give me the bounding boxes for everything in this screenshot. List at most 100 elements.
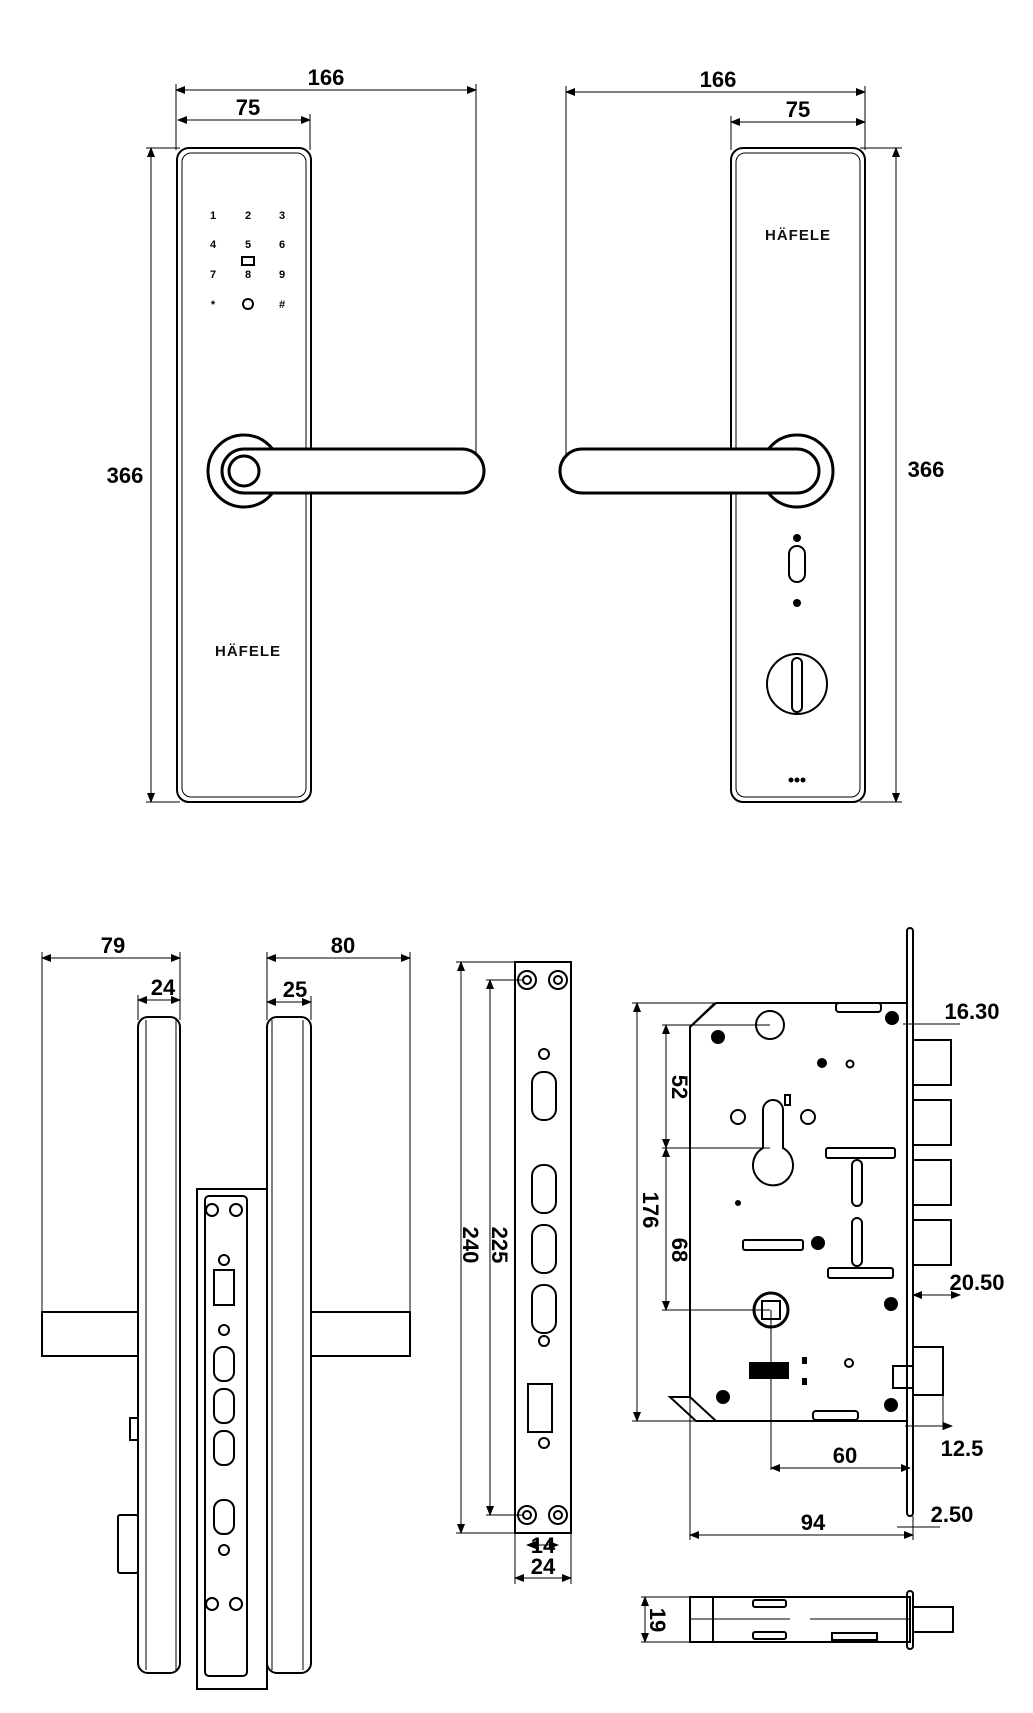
faceplate-view: 240 225 14 24 — [456, 961, 572, 1584]
pin — [802, 1378, 807, 1385]
bolt-slot — [531, 1224, 557, 1274]
key-9: 9 — [279, 269, 285, 281]
back-handle — [558, 433, 835, 509]
pin-hole — [844, 1358, 854, 1368]
deadbolt — [912, 1039, 952, 1086]
phillips-screw-icon — [755, 1010, 785, 1040]
pin-slot — [784, 1094, 791, 1106]
notch — [831, 1632, 878, 1641]
dim-right-projection: 80 — [331, 933, 355, 958]
latch-bolt — [912, 1346, 944, 1396]
mortise-body — [667, 1002, 908, 1422]
dim-right-thickness: 25 — [283, 977, 307, 1002]
front-view: 166 75 366 1 2 3 4 5 6 7 8 9 * # — [107, 65, 486, 803]
latch-top — [912, 1606, 954, 1633]
indicator-dot — [794, 777, 800, 783]
fingerprint-sensor-icon — [227, 454, 261, 488]
screw-icon — [884, 1297, 898, 1311]
lever-bar — [827, 1267, 894, 1279]
mounting-hole-inner — [522, 1510, 532, 1520]
dim-cylinder-to-spindle: 68 — [667, 1238, 692, 1262]
deadbolt-slot — [213, 1346, 235, 1382]
screw-icon — [885, 1011, 899, 1025]
lever-bar — [742, 1239, 804, 1251]
screw-icon — [218, 1544, 230, 1556]
latch-spring — [892, 1365, 914, 1389]
thumbturn-grip — [791, 657, 803, 713]
deadbolt — [912, 1159, 952, 1206]
lever-slot — [851, 1159, 863, 1207]
mortise-top-view: 19 — [641, 1590, 954, 1650]
dim-front-height: 366 — [107, 463, 144, 488]
key-8: 8 — [245, 269, 251, 281]
dim-hole-distance: 225 — [487, 1227, 512, 1264]
side-view: 79 24 80 25 — [41, 933, 411, 1690]
screw-icon — [711, 1030, 725, 1044]
screw-icon — [218, 1254, 230, 1266]
dim-front-plate-width: 75 — [236, 95, 260, 120]
back-lever-handle — [558, 447, 821, 495]
key-2: 2 — [245, 210, 251, 222]
lever-handle — [220, 447, 486, 495]
lever-bar — [825, 1147, 896, 1159]
mounting-hole — [548, 1505, 568, 1525]
bolt-slot — [531, 1164, 557, 1214]
dim-latch-offset: 20.50 — [949, 1270, 1004, 1295]
bolt-slot — [531, 1284, 557, 1334]
screw-icon — [218, 1324, 230, 1336]
pin — [802, 1357, 807, 1364]
dim-backset: 60 — [833, 1443, 857, 1468]
faceplate-hole — [229, 1203, 243, 1217]
screw-icon — [716, 1390, 730, 1404]
front-handle — [206, 433, 486, 509]
dim-latch-projection: 12.5 — [941, 1436, 984, 1461]
back-logo: HÄFELE — [765, 227, 831, 244]
key-4: 4 — [210, 239, 217, 251]
body-notch — [835, 1002, 882, 1013]
inner-plate-side — [266, 1016, 312, 1674]
mortise-body-side — [196, 1188, 268, 1690]
dim-faceplate-length: 240 — [458, 1227, 483, 1264]
mortise-view: 176 52 68 — [632, 927, 1005, 1650]
indicator-dot — [800, 777, 806, 783]
deadbolt-slot — [213, 1499, 235, 1535]
key-7: 7 — [210, 269, 216, 281]
dim-body-thickness: 19 — [645, 1608, 670, 1632]
dim-body-height: 176 — [638, 1192, 663, 1229]
dim-left-thickness: 24 — [151, 975, 176, 1000]
dim-body-depth: 94 — [801, 1510, 826, 1535]
deadbolt-slot — [213, 1430, 235, 1466]
faceplate — [514, 961, 572, 1534]
outer-plate-side — [137, 1016, 181, 1674]
screw-icon — [538, 1048, 550, 1060]
dim-bolt-projection: 16.30 — [944, 999, 999, 1024]
thumbturn-side — [117, 1514, 139, 1574]
dim-back-height: 366 — [908, 457, 945, 482]
deadbolt-slot — [213, 1388, 235, 1424]
card-reader-icon — [241, 256, 255, 266]
notch — [752, 1631, 787, 1640]
lever-slot — [851, 1217, 863, 1267]
dim-front-total-width: 166 — [308, 65, 345, 90]
keypad: 1 2 3 4 5 6 7 8 9 * # — [210, 210, 285, 311]
key-3: 3 — [279, 210, 285, 222]
indicator-dot — [788, 777, 794, 783]
mounting-hole-inner — [553, 1510, 563, 1520]
key-hash: # — [279, 299, 285, 311]
dim-left-projection: 79 — [101, 933, 125, 958]
key-1: 1 — [210, 210, 216, 222]
chamfer-edge — [689, 1002, 717, 1422]
dim-back-total-width: 166 — [700, 67, 737, 92]
mounting-hole-inner — [553, 975, 563, 985]
screw-icon — [811, 1236, 825, 1250]
dim-faceplate-thickness: 2.50 — [931, 1502, 974, 1527]
screw-icon — [884, 1398, 898, 1412]
pin-hole — [817, 1058, 827, 1068]
latch-opening — [527, 1383, 553, 1433]
dim-faceplate-width: 24 — [531, 1554, 556, 1579]
body-notch — [812, 1410, 859, 1421]
screw-icon — [793, 534, 801, 542]
front-logo: HÄFELE — [215, 643, 281, 660]
inner-handle-side — [310, 1311, 411, 1357]
